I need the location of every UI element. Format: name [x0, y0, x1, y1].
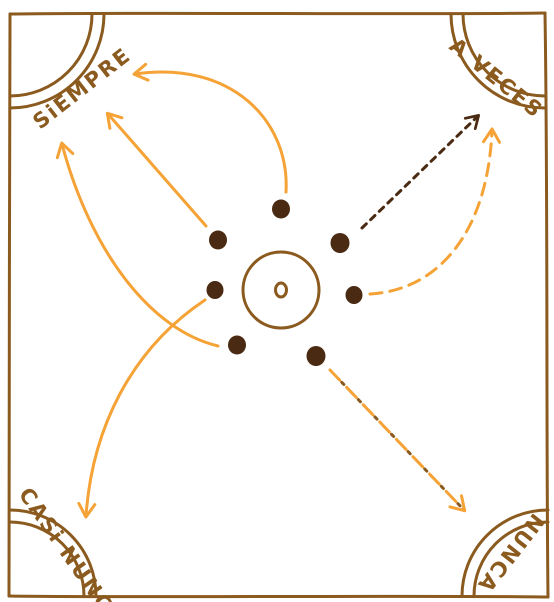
label-nunca: NUNCA — [472, 509, 549, 598]
arrow-nunca — [328, 368, 467, 513]
arrow-siempre-2 — [105, 111, 208, 228]
quarter-circle-icon — [8, 12, 550, 598]
arrow-a-veces-light — [368, 127, 502, 296]
label-a-veces: A VECES — [445, 33, 548, 123]
arrow-a-veces-dark — [360, 114, 480, 230]
arrow-casi-nunca — [77, 298, 207, 519]
person-dot-4 — [206, 281, 224, 299]
label-casi-nunca: CASi NUNCA — [14, 483, 128, 602]
arrow-siempre-3 — [55, 141, 220, 348]
person-dot-3 — [330, 233, 350, 253]
arrows-siempre — [55, 62, 288, 348]
people-dots — [206, 199, 363, 366]
target-icon — [241, 250, 321, 330]
person-dot-6 — [228, 335, 246, 355]
arrow-siempre-1 — [132, 62, 288, 194]
person-dot-5 — [345, 286, 363, 304]
frame — [7, 11, 550, 599]
person-dot-1 — [272, 199, 290, 219]
person-dot-7 — [306, 346, 326, 366]
person-dot-2 — [209, 230, 227, 250]
